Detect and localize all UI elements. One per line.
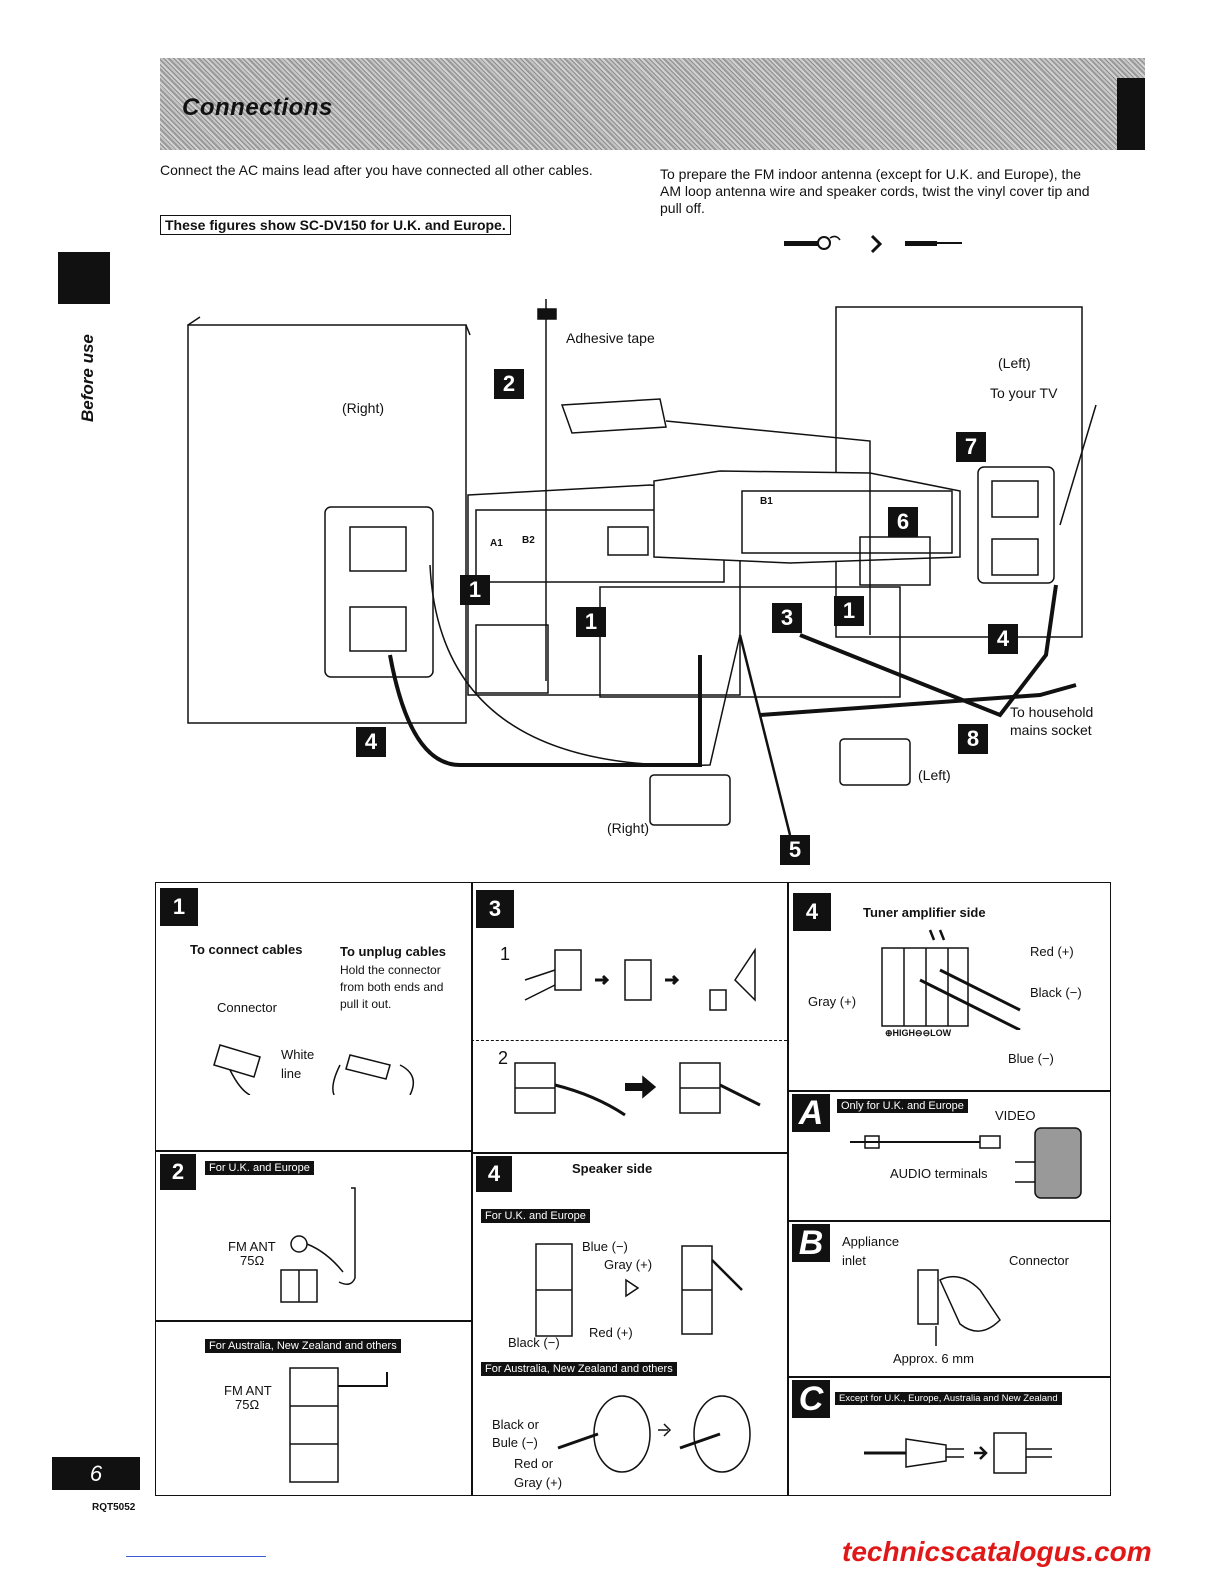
appliance-label: Appliance xyxy=(842,1234,900,1249)
adhesive-tape-label: Adhesive tape xyxy=(566,330,655,346)
section-label: Before use xyxy=(78,334,97,422)
connection-diagram xyxy=(187,299,1097,836)
a1-label: A1 xyxy=(490,538,503,549)
panel-b-letter: B xyxy=(792,1224,830,1262)
step-4-marker-b: 4 xyxy=(356,727,386,757)
step-1-marker-c: 1 xyxy=(834,596,864,626)
step-1-marker-a: 1 xyxy=(460,575,490,605)
fm-antenna-terminal-icon xyxy=(289,1367,388,1483)
page-title: Connections xyxy=(182,94,333,121)
unplug-desc: Hold the connector from both ends and pu… xyxy=(340,963,444,1011)
speaker-plug-icon xyxy=(557,1395,751,1473)
step-5-marker: 5 xyxy=(780,835,810,865)
black-or-label: Black or xyxy=(492,1417,539,1432)
left-small-speaker-label: (Left) xyxy=(918,767,951,783)
speaker-terminal-icon xyxy=(535,1243,743,1337)
section-marker xyxy=(58,252,110,304)
connect-cables-title: To connect cables xyxy=(190,942,303,957)
uk-europe-tag: For U.K. and Europe xyxy=(205,1161,314,1175)
uk-europe-only-tag: Only for U.K. and Europe xyxy=(837,1099,968,1113)
power-inlet-icon xyxy=(917,1269,1001,1346)
approx-label: Approx. 6 mm xyxy=(893,1351,974,1366)
website-watermark: technicscatalogus.com xyxy=(842,1536,1152,1567)
step-3-marker: 3 xyxy=(772,603,802,633)
tuner-amplifier-title: Tuner amplifier side xyxy=(863,905,986,920)
header-band xyxy=(160,58,1145,150)
fm-antenna-jack-icon xyxy=(280,1187,356,1303)
white-line-label: White line xyxy=(281,1047,315,1081)
panel-3-number: 3 xyxy=(476,890,514,928)
red-plus-label: Red (+) xyxy=(1030,944,1074,959)
mains-label: To household mains socket xyxy=(1010,704,1094,738)
intro-left: Connect the AC mains lead after you have… xyxy=(160,162,593,178)
speaker-blue-label: Blue (−) xyxy=(582,1239,628,1254)
terminal-label: ⊕HIGH⊖⊖LOW xyxy=(885,1028,952,1038)
fm-ant-ohm-label: 75Ω xyxy=(240,1253,265,1268)
video-label: VIDEO xyxy=(995,1108,1036,1123)
panel-2-number: 2 xyxy=(160,1154,196,1190)
speaker-uk-tag: For U.K. and Europe xyxy=(481,1209,590,1223)
unplug-cables-title: To unplug cables xyxy=(340,944,446,959)
panel-3-step-2: 2 xyxy=(498,1048,509,1068)
panel-4b-number: 4 xyxy=(476,1156,512,1192)
panel-a-letter: A xyxy=(792,1094,830,1132)
step-4-marker-a: 4 xyxy=(988,624,1018,654)
red-or-label: Red or xyxy=(514,1456,554,1471)
black-minus-label: Black (−) xyxy=(1030,985,1082,1000)
panel-1-number: 1 xyxy=(160,888,198,926)
right-speaker-label: (Right) xyxy=(342,400,385,416)
detail-panels-frame xyxy=(155,882,1111,1496)
b-connector-label: Connector xyxy=(1009,1253,1069,1268)
plug-adaptor-icon xyxy=(864,1432,1052,1474)
bule-label: Bule (−) xyxy=(492,1435,538,1450)
blue-minus-label: Blue (−) xyxy=(1008,1051,1054,1066)
right-small-speaker-label: (Right) xyxy=(607,820,650,836)
model-number: RQT5052 xyxy=(92,1502,136,1513)
speaker-wire-connect-icon xyxy=(514,1062,761,1117)
antenna-connect-icon xyxy=(524,947,756,1011)
b2-label: B2 xyxy=(522,535,535,546)
step-1-marker-b: 1 xyxy=(576,607,606,637)
cable-connector-icon xyxy=(213,1044,415,1095)
panel-c-letter: C xyxy=(792,1380,830,1418)
connector-label: Connector xyxy=(217,1000,277,1015)
step-8-marker: 8 xyxy=(958,724,988,754)
speaker-australia-tag: For Australia, New Zealand and others xyxy=(481,1362,677,1376)
gray-plus-label: Gray (+) xyxy=(808,994,857,1009)
intro-right: To prepare the FM indoor antenna (except… xyxy=(660,166,1090,216)
gray-label-2: Gray (+) xyxy=(514,1475,563,1490)
step-2-marker: 2 xyxy=(494,369,524,399)
fm-ant-label: FM ANT xyxy=(228,1239,276,1254)
fm-ant-label-2: FM ANT xyxy=(224,1383,272,1398)
left-speaker-label: (Left) xyxy=(998,355,1031,371)
speaker-gray-label: Gray (+) xyxy=(604,1257,653,1272)
audio-terminals-label: AUDIO terminals xyxy=(890,1166,988,1181)
twist-wire-icon xyxy=(784,234,962,254)
step-6-marker: 6 xyxy=(888,507,918,537)
except-tag: Except for U.K., Europe, Australia and N… xyxy=(835,1392,1062,1405)
figures-note: These figures show SC-DV150 for U.K. and… xyxy=(160,215,511,235)
speaker-side-title: Speaker side xyxy=(572,1161,653,1176)
inlet-label: inlet xyxy=(842,1253,866,1268)
panel-4a-number: 4 xyxy=(793,893,831,931)
page-number: 6 xyxy=(52,1457,140,1490)
tuner-terminal-icon xyxy=(881,929,1021,1030)
speaker-red-label: Red (+) xyxy=(589,1325,633,1340)
speaker-black-label: Black (−) xyxy=(508,1335,560,1350)
b1-label: B1 xyxy=(760,496,773,507)
footer-line xyxy=(126,1556,266,1557)
step-7-marker: 7 xyxy=(956,432,986,462)
scart-connector-icon xyxy=(850,1127,1082,1199)
panel-3-step-1: 1 xyxy=(500,944,511,964)
fm-ant-ohm-label-2: 75Ω xyxy=(235,1397,260,1412)
australia-tag: For Australia, New Zealand and others xyxy=(205,1339,401,1353)
to-tv-label: To your TV xyxy=(990,385,1058,401)
